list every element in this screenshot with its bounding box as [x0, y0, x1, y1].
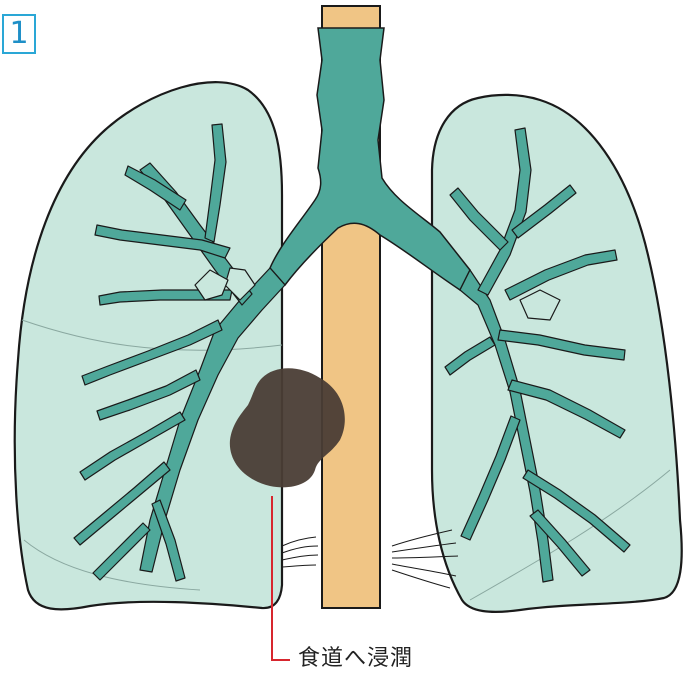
callout-label: 食道へ浸潤: [298, 640, 413, 672]
panel-number-badge: 1: [2, 14, 36, 54]
